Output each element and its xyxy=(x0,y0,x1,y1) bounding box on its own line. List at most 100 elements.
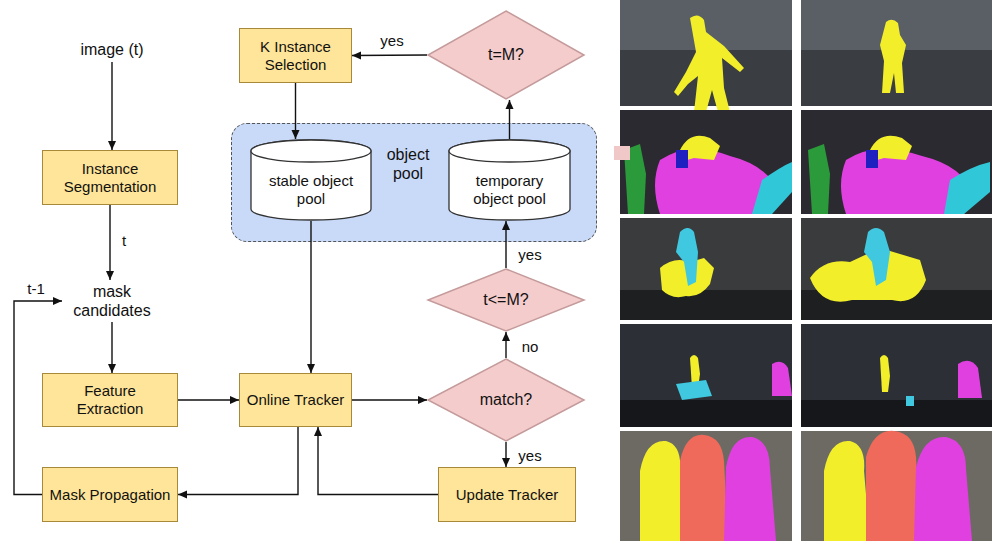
group-title: object pool xyxy=(372,145,444,183)
node-label: t=M? xyxy=(488,45,524,64)
edge-label: yes xyxy=(518,447,541,464)
flow-arrow xyxy=(318,427,438,495)
flow-arrow xyxy=(505,442,506,467)
flow-arrow xyxy=(14,301,62,495)
photo-row-3 xyxy=(620,218,992,320)
mask-person xyxy=(772,362,792,396)
flow-arrow xyxy=(310,221,311,373)
flow-arrow xyxy=(178,427,298,495)
edge-label: yes xyxy=(380,32,403,49)
process-box: K Instance Selection xyxy=(239,28,352,83)
flow-arrow xyxy=(352,399,427,400)
mask-person xyxy=(914,437,972,541)
photo-ground xyxy=(801,400,992,427)
object-pool-band: object poolstable object pool temporary o… xyxy=(231,123,597,242)
node-label: stable object pool xyxy=(258,172,364,208)
flow-arrow xyxy=(505,221,506,268)
node-label: image (t) xyxy=(80,40,143,59)
node-text-area: Mask Propagation xyxy=(43,468,177,521)
process-box: Update Tracker xyxy=(438,467,576,522)
mask-person xyxy=(958,361,982,398)
photo-row-1 xyxy=(620,0,992,112)
photo-frame xyxy=(620,110,792,214)
decision-diamond: t<=M? xyxy=(427,268,585,332)
edge-label: t-1 xyxy=(27,280,45,297)
mask-rider xyxy=(676,228,698,286)
flow-arrow xyxy=(352,54,427,56)
node-text-area: Instance Segmentation xyxy=(43,151,177,204)
flow-arrow xyxy=(509,100,510,139)
node-text-area: temporary object pool xyxy=(448,139,571,221)
diamond-shape xyxy=(428,269,584,331)
node-text-area: Online Tracker xyxy=(240,374,351,426)
node-text-area: t<=M? xyxy=(427,268,585,332)
mask-object xyxy=(614,146,630,160)
mask-person xyxy=(880,20,906,93)
mask-person xyxy=(866,431,920,541)
node-label: mask candidates xyxy=(62,282,162,320)
mask-person xyxy=(640,441,686,541)
diamond-shape xyxy=(428,11,584,99)
node-label: t<=M? xyxy=(483,290,528,309)
node-text-area: Feature Extraction xyxy=(43,374,177,426)
decision-diamond: match? xyxy=(427,358,585,442)
edge-label: t xyxy=(122,232,126,249)
cylinder-top xyxy=(449,140,570,162)
mask-person xyxy=(680,435,728,541)
edge-label: yes xyxy=(518,246,541,263)
photo-row-2 xyxy=(614,110,992,214)
plain-text-node: image (t) xyxy=(57,38,167,62)
node-label: Mask Propagation xyxy=(50,486,171,504)
flow-arrow xyxy=(111,62,112,150)
node-label: Instance Segmentation xyxy=(49,160,171,196)
node-text-area: image (t) xyxy=(57,38,167,62)
photo-frame xyxy=(801,0,992,106)
mask-object xyxy=(676,150,688,168)
node-text-area: object pool xyxy=(372,138,444,190)
node-text-area: Update Tracker xyxy=(439,468,575,521)
cylinder-body xyxy=(251,140,371,220)
photo-frame xyxy=(620,324,792,427)
photo-ground xyxy=(620,400,792,427)
mask-person xyxy=(808,144,830,214)
mask-object xyxy=(752,162,792,214)
node-label: match? xyxy=(480,390,532,409)
plain-text-node: mask candidates xyxy=(62,280,162,322)
mask-person xyxy=(880,355,890,392)
node-label: temporary object pool xyxy=(456,172,563,208)
edge-label: no xyxy=(522,338,539,355)
database-cylinder: stable object pool xyxy=(250,139,372,221)
flow-arrow xyxy=(295,83,296,139)
photo-frame xyxy=(620,431,792,541)
node-text-area: K Instance Selection xyxy=(240,29,351,82)
mask-rider xyxy=(864,228,890,286)
flow-arrow xyxy=(505,332,506,358)
node-text-area: stable object pool xyxy=(250,139,372,221)
cylinder-body xyxy=(449,140,570,220)
mask-object xyxy=(676,380,712,400)
photo-row-4 xyxy=(620,324,992,427)
node-text-area: match? xyxy=(427,358,585,442)
mask-person xyxy=(674,15,744,112)
mask-object xyxy=(944,162,990,214)
mask-person xyxy=(724,437,776,541)
node-label: Online Tracker xyxy=(247,391,345,409)
process-box: Mask Propagation xyxy=(42,467,178,522)
flow-arrow xyxy=(109,205,110,280)
diamond-shape xyxy=(428,359,584,441)
photo-frame xyxy=(801,431,992,541)
photo-frame xyxy=(620,218,792,320)
node-text-area: mask candidates xyxy=(62,280,162,322)
mask-object xyxy=(906,396,914,406)
node-label: Feature Extraction xyxy=(49,382,171,418)
mask-object xyxy=(866,150,878,168)
node-label: Update Tracker xyxy=(456,486,559,504)
process-box: Online Tracker xyxy=(239,373,352,427)
database-cylinder: temporary object pool xyxy=(448,139,571,221)
photo-frame xyxy=(801,218,992,320)
photo-row-5 xyxy=(620,431,992,541)
photo-frame xyxy=(801,110,992,214)
mask-person xyxy=(824,441,870,541)
